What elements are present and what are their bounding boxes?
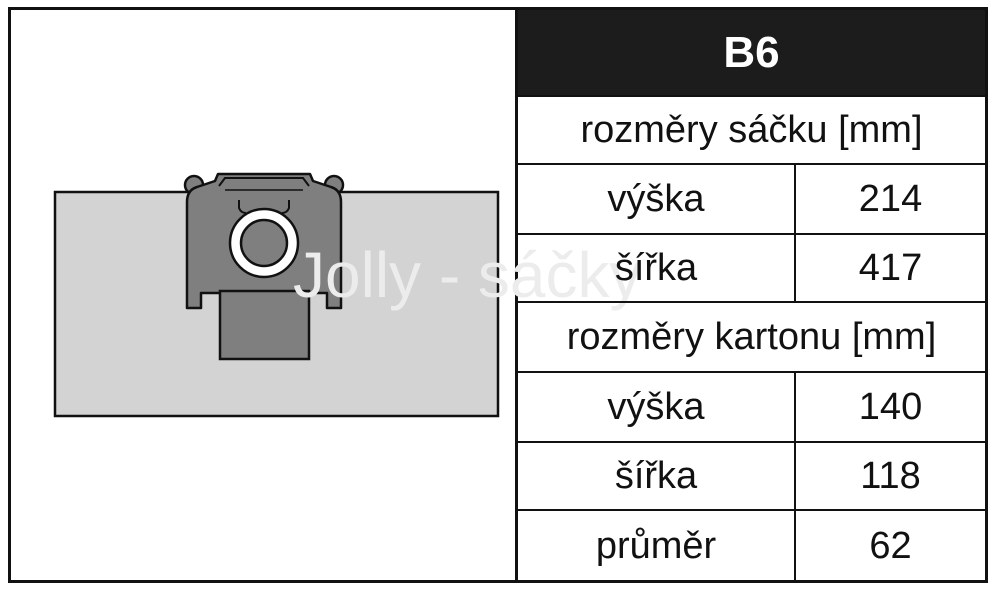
carton-diameter-label: průměr xyxy=(518,509,796,580)
carton-latch xyxy=(218,177,310,187)
bag-width-value: 417 xyxy=(794,233,985,303)
carton-hook-right xyxy=(281,200,290,214)
carton-size-header: rozměry kartonu [mm] xyxy=(518,301,985,373)
bag-width-label: šířka xyxy=(518,233,796,303)
product-card: Jolly - sáčky B6 rozměry sáčku [mm] výšk… xyxy=(8,7,988,583)
bag-illustration-panel xyxy=(11,10,518,580)
carton-hook-left xyxy=(238,200,247,214)
carton-diameter-value: 62 xyxy=(794,509,985,580)
carton-height-value: 140 xyxy=(794,371,985,443)
spec-table: B6 rozměry sáčku [mm] výška 214 šířka 41… xyxy=(518,10,985,580)
carton-width-label: šířka xyxy=(518,441,796,511)
bag-height-label: výška xyxy=(518,163,796,235)
carton-bottom-tab xyxy=(218,289,311,361)
carton-height-label: výška xyxy=(518,371,796,443)
inlet-hole xyxy=(239,218,289,268)
bag-size-header: rozměry sáčku [mm] xyxy=(518,95,985,165)
carton-width-value: 118 xyxy=(794,441,985,511)
bag-height-value: 214 xyxy=(794,163,985,235)
model-title: B6 xyxy=(518,10,985,97)
bag-illustration xyxy=(53,172,500,418)
